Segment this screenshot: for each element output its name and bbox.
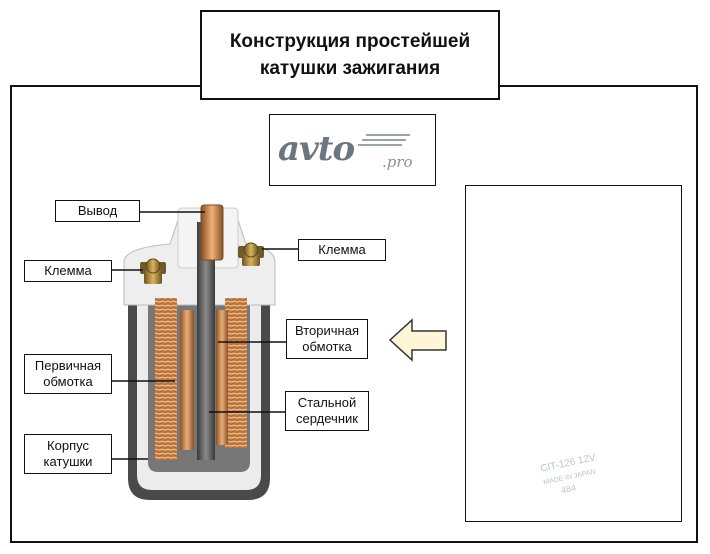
output-terminal bbox=[200, 204, 224, 261]
label-korpus-line1: Корпус bbox=[47, 438, 89, 453]
title-line-2: катушки зажигания bbox=[259, 58, 441, 79]
terminal-left-graphic bbox=[140, 258, 166, 284]
label-vtorichnaya: Вторичная обмотка bbox=[286, 319, 368, 359]
label-klemma-right: Клемма bbox=[298, 239, 386, 261]
label-klemma-left: Клемма bbox=[24, 260, 112, 282]
coil-photo-frame bbox=[465, 185, 682, 522]
secondary-winding-right bbox=[216, 310, 228, 445]
label-stalnoy: Стальной сердечник bbox=[285, 391, 369, 431]
label-stalnoy-line1: Стальной bbox=[297, 395, 357, 410]
label-klemma-left-text: Клемма bbox=[44, 263, 92, 278]
label-korpus-line2: катушки bbox=[43, 454, 93, 469]
leader-lines bbox=[112, 211, 298, 460]
label-pervichnaya: Первичная обмотка bbox=[24, 354, 112, 394]
primary-winding-right bbox=[225, 298, 247, 448]
label-vtorichnaya-line2: обмотка bbox=[302, 339, 352, 354]
diagram-title: Конструкция простейшей катушки зажигания bbox=[200, 10, 500, 100]
label-korpus: Корпус катушки bbox=[24, 434, 112, 474]
logo-main-text: avto bbox=[278, 129, 355, 169]
label-vyvod: Вывод bbox=[55, 200, 140, 222]
logo-stripes bbox=[358, 134, 410, 146]
steel-core bbox=[197, 222, 215, 460]
label-klemma-right-text: Клемма bbox=[318, 242, 366, 257]
label-pervichnaya-line1: Первичная bbox=[34, 358, 102, 373]
terminal-right-graphic bbox=[238, 242, 264, 266]
primary-winding-left bbox=[155, 298, 177, 460]
title-line-1: Конструкция простейшей bbox=[229, 31, 471, 52]
logo-suffix-text: .pro bbox=[382, 153, 413, 171]
label-vyvod-text: Вывод bbox=[77, 203, 118, 218]
secondary-winding-left bbox=[180, 310, 194, 450]
coil-cutaway bbox=[123, 204, 276, 500]
site-logo: avto .pro bbox=[269, 114, 436, 186]
left-arrow bbox=[388, 318, 447, 362]
label-vtorichnaya-line1: Вторичная bbox=[295, 323, 359, 338]
label-pervichnaya-line2: обмотка bbox=[43, 374, 93, 389]
label-stalnoy-line2: сердечник bbox=[296, 411, 358, 426]
